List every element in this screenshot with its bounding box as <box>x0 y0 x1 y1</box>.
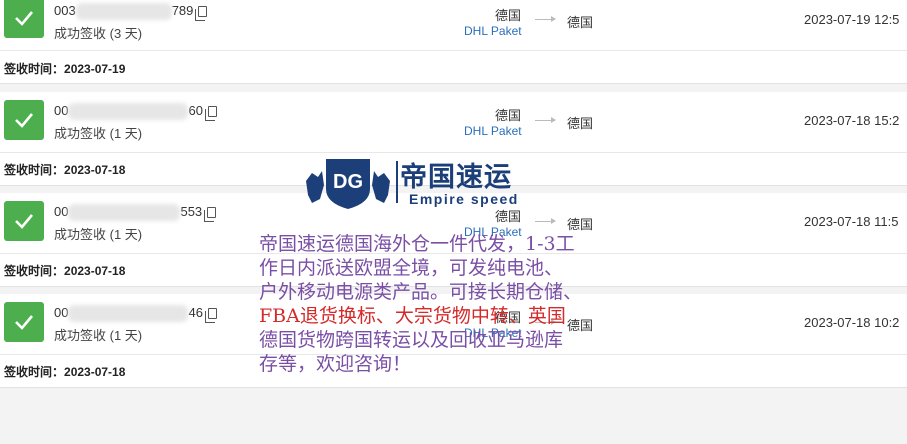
origin-country: 德国 <box>494 310 521 325</box>
sign-time: 签收时间：2023-07-18 <box>4 264 126 278</box>
delivery-status: 成功签收 (1 天) <box>54 126 143 141</box>
route-arrow-icon <box>535 319 556 325</box>
carrier-link[interactable]: DHL Paket <box>464 225 522 239</box>
destination-country: 德国 <box>567 318 594 333</box>
promo-line: 作日内派送欧盟全境，可发纯电池、 <box>259 257 564 279</box>
logo-english-name: Empire speed <box>409 191 519 207</box>
copy-icon[interactable] <box>204 106 217 122</box>
event-time: 2023-07-18 10:2 <box>804 315 900 330</box>
promo-line: 存等，欢迎咨询！ <box>259 353 412 375</box>
sign-time: 签收时间：2023-07-18 <box>4 163 126 177</box>
route-arrow-icon <box>535 218 556 224</box>
route-arrow-icon <box>535 16 556 22</box>
copy-icon[interactable] <box>195 6 208 22</box>
carrier-link[interactable]: DHL Paket <box>464 124 522 138</box>
destination-country: 德国 <box>567 217 594 232</box>
event-time: 2023-07-18 15:2 <box>804 113 900 128</box>
carrier-link[interactable]: DHL Paket <box>464 326 522 340</box>
destination-country: 德国 <box>567 15 594 30</box>
watermark-promo-text: 帝国速运德国海外仓一件代发，1-3工 作日内派送欧盟全境，可发纯电池、 户外移动… <box>259 232 624 376</box>
delivered-check-icon <box>4 100 44 140</box>
origin-country: 德国 <box>494 8 521 23</box>
delivery-status: 成功签收 (1 天) <box>54 328 143 343</box>
origin-country: 德国 <box>494 209 521 224</box>
event-time: 2023-07-19 12:5 <box>804 12 900 27</box>
promo-line: 帝国速运德国海外仓一件代发，1-3工 <box>259 233 575 255</box>
delivered-check-icon <box>4 0 44 38</box>
svg-text:DG: DG <box>333 171 363 193</box>
logo-divider <box>396 161 398 203</box>
watermark-logo: DG 帝国速运 Empire speed <box>302 155 542 211</box>
sign-time: 签收时间：2023-07-19 <box>4 62 126 76</box>
event-time: 2023-07-18 11:5 <box>804 214 899 229</box>
lion-shield-icon: DG <box>306 159 390 209</box>
promo-line: FBA退货换标、大宗货物中转、英国 <box>259 305 566 327</box>
promo-line: 户外移动电源类产品。可接长期仓储、 <box>259 281 583 303</box>
destination-country: 德国 <box>567 116 594 131</box>
delivery-status: 成功签收 (3 天) <box>54 26 143 41</box>
delivered-check-icon <box>4 302 44 342</box>
delivered-check-icon <box>4 201 44 241</box>
sign-time: 签收时间：2023-07-18 <box>4 365 126 379</box>
route-arrow-icon <box>535 117 556 123</box>
delivery-status: 成功签收 (1 天) <box>54 227 143 242</box>
promo-line: 德国货物跨国转运以及回收亚马逊库 <box>259 329 564 351</box>
origin-country: 德国 <box>494 108 521 123</box>
copy-icon[interactable] <box>204 308 217 324</box>
logo-chinese-name: 帝国速运 <box>400 162 512 193</box>
carrier-link[interactable]: DHL Paket <box>464 24 522 38</box>
copy-icon[interactable] <box>204 207 217 223</box>
